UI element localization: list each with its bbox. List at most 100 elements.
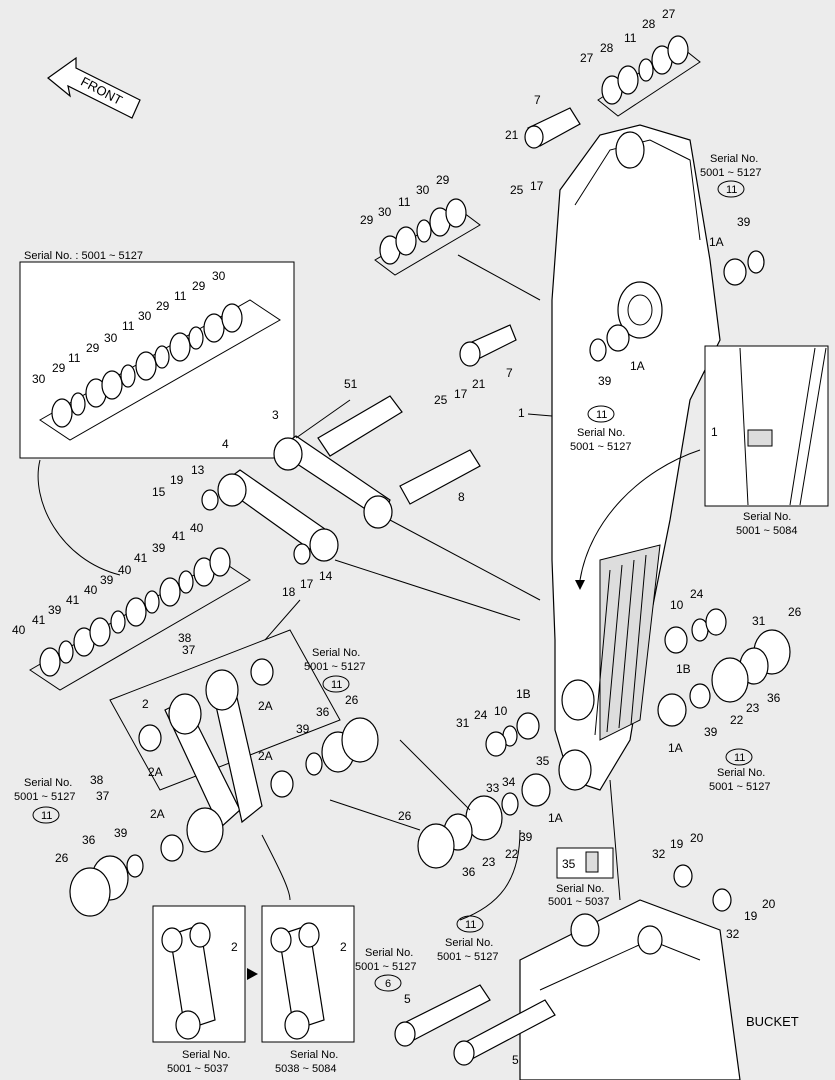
part-callout-label: 11 — [465, 919, 476, 931]
part-callout-label: 11 — [726, 184, 737, 196]
part-callout-label: 29 — [52, 361, 66, 375]
part-callout-label: 25 — [434, 393, 448, 407]
part-callout-label: 39 — [737, 215, 751, 229]
part-callout-label: 39 — [519, 830, 533, 844]
part-callout-label: 36 — [316, 705, 330, 719]
part-callout-label: 29 — [360, 213, 374, 227]
part-callout-label: 8 — [458, 490, 465, 504]
part-callout-label: 32 — [726, 927, 740, 941]
part-callout-label: Serial No. — [290, 1049, 338, 1061]
part-callout-label: 40 — [190, 521, 204, 535]
part-callout-label: 11 — [41, 810, 52, 822]
part-callout-label: 14 — [319, 569, 333, 583]
part-callout-label: 5 — [404, 992, 411, 1006]
part-callout-label: 36 — [82, 833, 96, 847]
bucket-hardware — [673, 864, 732, 912]
pin-7-top — [524, 107, 581, 149]
part-callout-label: 26 — [398, 809, 412, 823]
part-callout-label: 5001 ~ 5084 — [736, 525, 797, 537]
part-callout-label: 39 — [704, 725, 718, 739]
part-callout-label: 26 — [788, 605, 802, 619]
part-callout-label: 1A — [630, 359, 645, 373]
part-callout-label: 1 — [711, 425, 718, 439]
part-callout-label: 19 — [670, 837, 684, 851]
part-callout-label: 2 — [340, 940, 347, 954]
part-callout-label: 7 — [506, 366, 513, 380]
part-callout-label: 20 — [762, 897, 776, 911]
part-callout-label: 27 — [580, 51, 594, 65]
part-callout-label: Serial No. — [710, 153, 758, 165]
part-callout-label: 11 — [398, 195, 411, 209]
part-callout-label: 17 — [454, 387, 468, 401]
part-callout-label: 38 — [90, 773, 104, 787]
part-callout-label: 28 — [600, 41, 614, 55]
part-callout-label: 20 — [690, 831, 704, 845]
bucket-label: BUCKET — [746, 1014, 799, 1029]
part-callout-label: 2 — [142, 697, 149, 711]
part-callout-label: Serial No. — [312, 647, 360, 659]
part-callout-label: 2A — [148, 765, 163, 779]
part-callout-label: 27 — [662, 7, 676, 21]
part-callout-label: 29 — [192, 279, 206, 293]
part-callout-label: 39 — [152, 541, 166, 555]
part-callout-label: 39 — [100, 573, 114, 587]
part-callout-label: 24 — [474, 708, 488, 722]
part-callout-label: 23 — [746, 701, 760, 715]
part-callout-label: 29 — [156, 299, 170, 313]
part-callout-label: 5001 ~ 5037 — [548, 896, 609, 908]
part-callout-label: 30 — [32, 372, 46, 386]
part-callout-label: 31 — [456, 716, 470, 730]
part-callout-label: 17 — [530, 179, 544, 193]
part-callout-label: 5001 ~ 5127 — [570, 441, 631, 453]
part-callout-label: 41 — [32, 613, 46, 627]
washer-set-arm-tip — [417, 712, 551, 869]
pins-5 — [394, 984, 556, 1066]
part-callout-label: 19 — [744, 909, 758, 923]
part-callout-label: 4 — [222, 437, 229, 451]
washer-set-top: 27 28 11 28 27 — [580, 7, 701, 117]
link-2-assembly — [109, 629, 341, 862]
part-callout-label: 11 — [734, 752, 745, 764]
part-callout-label: 30 — [138, 309, 152, 323]
part-callout-label: 35 — [536, 754, 550, 768]
part-callout-label: 39 — [296, 722, 310, 736]
part-callout-label: 22 — [505, 847, 519, 861]
part-callout-label: 5001 ~ 5037 — [167, 1063, 228, 1075]
part-callout-label: 38 — [178, 631, 192, 645]
part-callout-label: 1B — [676, 662, 691, 676]
pin-7-mid — [459, 324, 517, 367]
part-callout-label: 5001 ~ 5127 — [355, 961, 416, 973]
part-callout-label: 13 — [191, 463, 205, 477]
part-callout-label: 41 — [66, 593, 80, 607]
part-callout-label: 41 — [134, 551, 148, 565]
part-callout-label: 30 — [212, 269, 226, 283]
part-callout-label: 15 — [152, 485, 166, 499]
part-callout-label: 1A — [548, 811, 563, 825]
part-callout-label: 40 — [118, 563, 132, 577]
part-callout-label: 6 — [385, 978, 391, 990]
arrow-icon — [247, 968, 258, 980]
part-callout-label: 23 — [482, 855, 496, 869]
part-callout-label: 25 — [510, 183, 524, 197]
part-callout-label: 29 — [86, 341, 100, 355]
part-callout-label: 40 — [84, 583, 98, 597]
part-callout-label: 5001 ~ 5127 — [304, 661, 365, 673]
part-callout-label: 10 — [494, 704, 508, 718]
part-callout-label: 7 — [534, 93, 541, 107]
part-callout-label: 5038 ~ 5084 — [275, 1063, 336, 1075]
arm-body — [551, 124, 721, 791]
part-callout-label: 11 — [596, 409, 607, 421]
part-callout-label: 11 — [122, 319, 135, 333]
inset-part-35 — [556, 847, 614, 879]
part-callout-label: 21 — [472, 377, 486, 391]
part-callout-label: 41 — [172, 529, 186, 543]
front-arrow-icon: FRONT — [47, 56, 141, 119]
part-callout-label: 18 — [282, 585, 296, 599]
washer-set-center-left — [305, 717, 379, 776]
part-callout-label: 51 — [344, 377, 358, 391]
part-callout-label: Serial No. — [577, 427, 625, 439]
bucket — [519, 899, 741, 1080]
washer-set-right-lower — [657, 608, 791, 727]
part-callout-label: Serial No. — [743, 511, 791, 523]
